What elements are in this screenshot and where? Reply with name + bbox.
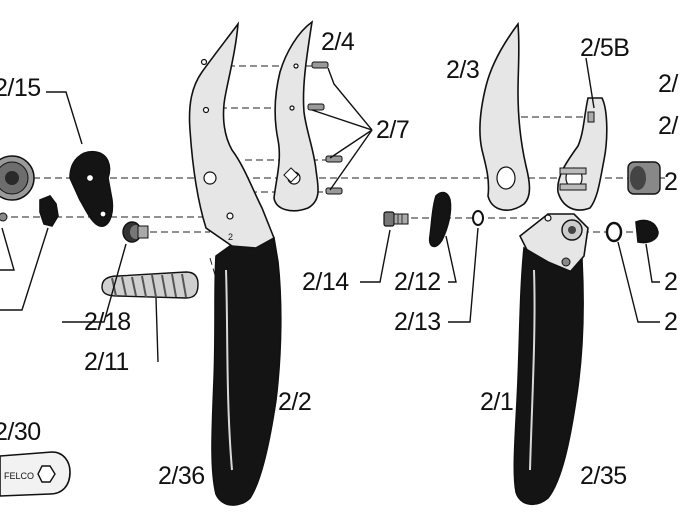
washer-right <box>605 221 623 243</box>
latch-2-12 <box>428 191 452 248</box>
latch-plate-2-15 <box>69 151 114 227</box>
anvil-blade-2-3 <box>479 21 531 211</box>
label-right-cut-5: 2 <box>664 168 677 196</box>
upper-rivet-hole-1 <box>202 106 210 114</box>
upper-handle-2-2: 2 <box>188 21 282 506</box>
cap-right <box>635 219 659 244</box>
latch-plate-hole <box>85 173 95 183</box>
bolt-2-14 <box>383 211 409 227</box>
label-2-5b: 2/5B <box>580 34 629 62</box>
label-2-2: 2/2 <box>278 388 311 416</box>
leader-lines <box>0 57 660 363</box>
label-right-cut-3: 2 <box>664 268 677 296</box>
label-2-3: 2/3 <box>446 56 479 84</box>
label-2-12: 2/12 <box>394 268 441 296</box>
label-2-1: 2/1 <box>480 388 513 416</box>
latch-plate-hole-2 <box>99 210 107 218</box>
blade-rivet-hole-1 <box>289 105 295 111</box>
small-latch <box>39 195 59 227</box>
bolt-nut-2-18 <box>122 221 149 243</box>
blade-adjust-square <box>283 167 299 183</box>
label-2-14: 2/14 <box>302 268 349 296</box>
label-2-30: 2/30 <box>0 418 41 446</box>
label-right-cut-4: 2 <box>664 308 677 336</box>
pivot-plate-2-5b <box>557 97 608 211</box>
cutting-blade-2-4 <box>273 20 319 212</box>
blade-rivet-hole-2 <box>293 63 299 69</box>
anvil-blade-pivot <box>496 166 516 190</box>
label-2-15: 2/15 <box>0 74 41 102</box>
upper-rivet-hole-2 <box>200 58 208 66</box>
upper-spring-hole <box>226 212 234 220</box>
model-engraving: 2 <box>228 232 233 242</box>
label-2-7: 2/7 <box>376 116 409 144</box>
key-brand-engraving: FELCO <box>4 471 34 481</box>
label-2-13: 2/13 <box>394 308 441 336</box>
spring-axis <box>209 257 216 276</box>
label-2-36: 2/36 <box>158 462 205 490</box>
label-2-35: 2/35 <box>580 462 627 490</box>
small-nut-left <box>0 212 8 222</box>
upper-pivot-hole <box>203 171 217 185</box>
label-2-18: 2/18 <box>84 308 131 336</box>
part-labels: 2/15 2/4 2/3 2/5B 2/7 2/14 2/12 2/13 2/1… <box>0 28 679 490</box>
label-right-cut-2: 2/ <box>658 112 678 140</box>
label-2-4: 2/4 <box>321 28 355 56</box>
adjustment-key-2-30: FELCO <box>0 451 71 497</box>
washer-2-13 <box>472 210 484 226</box>
nut-right <box>627 161 661 195</box>
adjusting-wheel <box>0 155 35 201</box>
label-right-cut-1: 2/ <box>658 70 678 98</box>
lower-handle-2-1 <box>513 213 589 505</box>
label-2-11: 2/11 <box>84 348 129 376</box>
lower-handle-hole <box>544 214 552 222</box>
